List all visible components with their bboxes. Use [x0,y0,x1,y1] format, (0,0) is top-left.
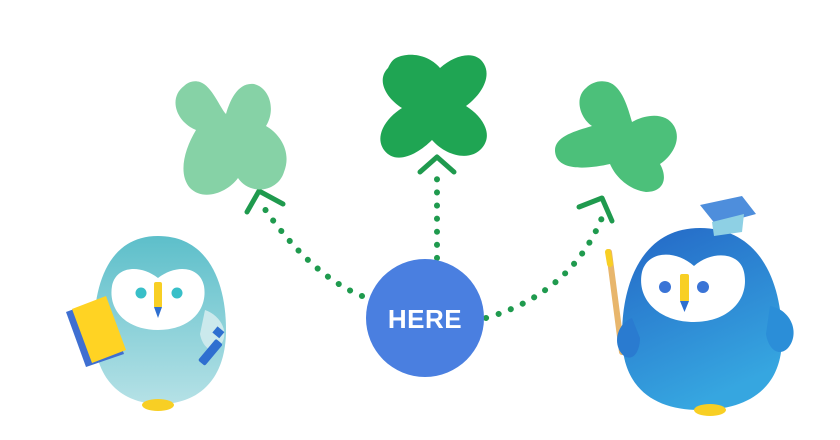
arrow-center-icon [417,154,457,175]
dotted-paths [259,169,608,321]
arrow-left-icon [244,188,286,215]
arrow-right-icon [576,195,615,224]
path-right [483,207,608,321]
student-owl-mascot [66,236,226,411]
here-button-label: HERE [388,304,462,334]
green-blob-icon [175,81,287,195]
arrow-heads [244,154,615,224]
here-button[interactable]: HERE [366,259,484,377]
green-star-icon [554,81,677,192]
teacher-owl-mascot [605,196,794,416]
green-x-icon [380,54,487,158]
path-left [259,202,365,299]
